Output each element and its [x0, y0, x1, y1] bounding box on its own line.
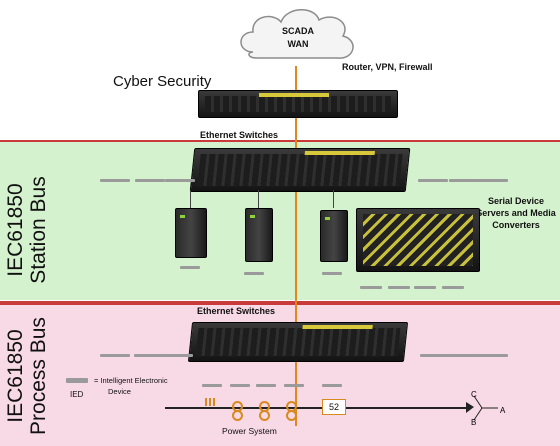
uplink-line: [295, 66, 297, 426]
current-transformer-icon: [205, 398, 215, 406]
ied-icon: [66, 378, 88, 383]
power-system-label: Power System: [222, 426, 277, 436]
ethernet-switch-icon: [187, 322, 409, 362]
cloud-label: SCADA: [281, 26, 314, 36]
ied-icon: [322, 384, 342, 387]
port-icon: [478, 179, 508, 182]
cloud-icon: [240, 9, 354, 59]
port-icon: [414, 286, 436, 289]
port-icon: [134, 354, 164, 357]
ied-legend: Device: [108, 387, 131, 396]
ethernet-switch-icon: [189, 148, 411, 192]
cyber-security-label: Cyber Security: [113, 73, 212, 90]
separator-line: [0, 301, 560, 303]
ethernet-switches-label: Ethernet Switches: [200, 130, 279, 140]
port-icon: [442, 286, 464, 289]
port-icon: [388, 286, 410, 289]
breaker-icon: 52: [322, 399, 346, 415]
serial-label: Servers and Media: [476, 208, 556, 218]
serial-label: Converters: [492, 220, 540, 230]
ied-icon: [202, 384, 222, 387]
port-icon: [100, 179, 130, 182]
media-converter-icon: [356, 208, 480, 272]
serial-label: Serial Device: [487, 196, 545, 206]
ethernet-switches-label: Ethernet Switches: [197, 306, 276, 316]
port-icon: [420, 354, 450, 357]
phase-b-label: B: [471, 418, 477, 427]
media-converter-icon: [320, 210, 348, 262]
port-icon: [163, 354, 193, 357]
port-icon: [418, 179, 448, 182]
current-transformer-icon: [286, 410, 297, 421]
port-icon: [135, 179, 165, 182]
ied-label: IED: [70, 390, 84, 399]
ied-icon: [284, 384, 304, 387]
port-icon: [478, 354, 508, 357]
port-icon: [100, 354, 130, 357]
port-icon: [180, 266, 200, 269]
power-line: [165, 407, 470, 409]
router-label: Router, VPN, Firewall: [342, 62, 433, 72]
port-icon: [449, 179, 479, 182]
current-transformer-icon: [232, 410, 243, 421]
ied-icon: [256, 384, 276, 387]
separator-line: [0, 303, 560, 305]
serial-server-icon: [245, 208, 273, 262]
phase-vector-icon: [473, 395, 498, 421]
separator-line: [0, 140, 560, 142]
port-icon: [449, 354, 479, 357]
ied-icon: [230, 384, 250, 387]
process-bus-title: IEC61850 Process Bus: [4, 317, 50, 435]
serial-server-icon: [175, 208, 207, 258]
port-icon: [244, 272, 264, 275]
phase-c-label: C: [471, 390, 477, 399]
current-transformer-icon: [259, 410, 270, 421]
ied-legend: = Intelligent Electronic: [94, 376, 168, 385]
station-bus-title: IEC61850 Station Bus: [4, 176, 50, 284]
port-icon: [322, 272, 342, 275]
phase-a-label: A: [500, 406, 506, 415]
cloud-label: WAN: [287, 39, 309, 49]
router-icon: [198, 90, 398, 118]
port-icon: [165, 179, 195, 182]
port-icon: [360, 286, 382, 289]
